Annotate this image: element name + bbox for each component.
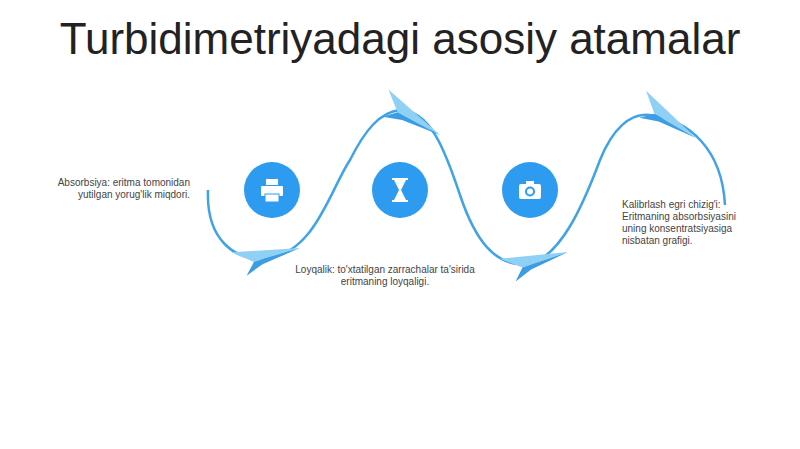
term-definition: Kalibrlash egri chizig'i: Eritmaning abs… [622,199,740,247]
paper-plane [231,238,303,278]
hourglass-icon [392,178,408,202]
icon-circle [502,162,558,218]
term-definition: Loyqalik: to'xtatilgan zarrachalar ta'si… [295,264,475,288]
printer-icon [261,179,283,202]
term-definition: Absorbsiya: eritma tomonidan yutilgan yo… [40,177,190,201]
icon-circle [244,162,300,218]
title: Turbidimetriyadagi asosiy atamalar [0,14,800,64]
paper-plane [374,90,445,149]
paper-plane [631,91,702,151]
icon-circle [372,162,428,218]
paper-plane [500,242,572,284]
camera-icon [519,181,541,199]
